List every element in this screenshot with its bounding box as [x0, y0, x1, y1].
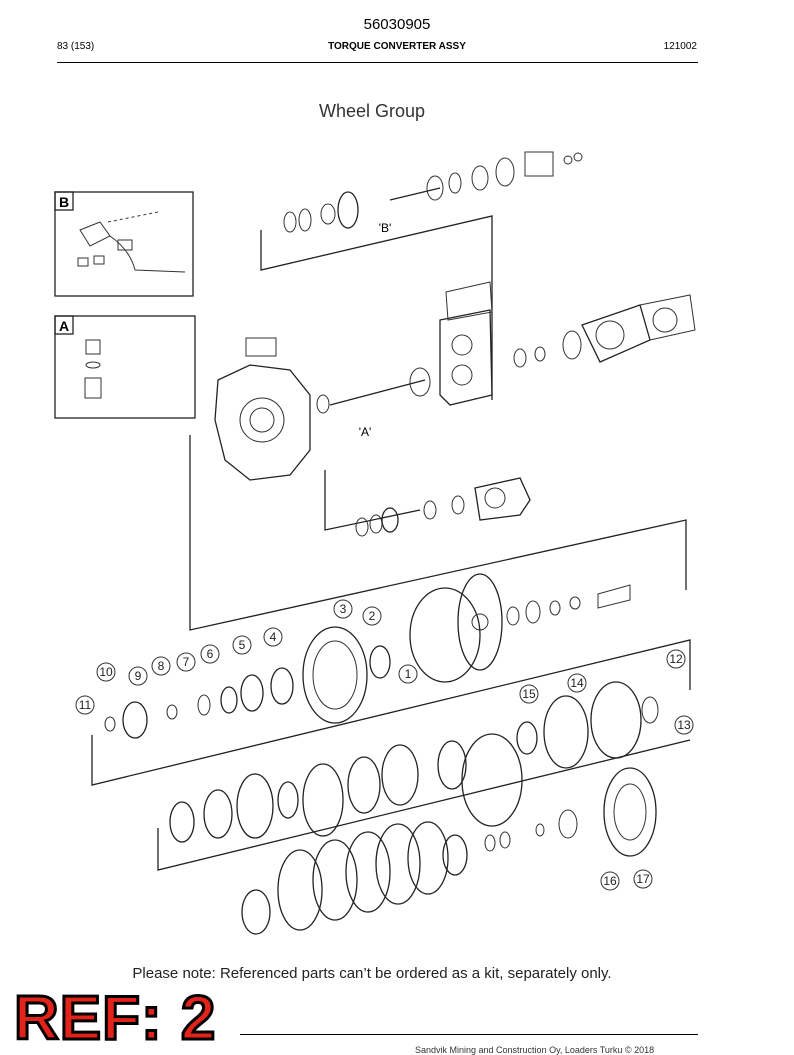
- svg-text:15: 15: [522, 687, 536, 701]
- callout-group: 1 2 3 4 5 6 7 8 9 10 11 12 13 14 15 16 1…: [75, 599, 694, 891]
- ordering-note: Please note: Referenced parts can’t be o…: [132, 965, 612, 982]
- callout-8: 8: [151, 656, 171, 676]
- section-title: TORQUE CONVERTER ASSY: [328, 41, 466, 52]
- callout-3: 3: [333, 599, 353, 619]
- lower-row: [169, 767, 657, 935]
- inset-b: B: [54, 191, 194, 297]
- callout-2: 2: [362, 606, 382, 626]
- callout-10: 10: [96, 662, 116, 682]
- callout-15: 15: [519, 684, 539, 704]
- converter-row: [104, 573, 631, 739]
- svg-text:4: 4: [270, 630, 277, 644]
- footer-copyright: Sandvik Mining and Construction Oy, Load…: [415, 1045, 655, 1055]
- svg-text:7: 7: [183, 655, 190, 669]
- svg-text:5: 5: [239, 638, 246, 652]
- document-number: 56030905: [363, 16, 431, 33]
- inset-b-label: B: [59, 194, 69, 210]
- inset-a-label: A: [59, 318, 69, 334]
- callout-5: 5: [232, 635, 252, 655]
- footer-rule: [240, 1034, 698, 1035]
- svg-text:6: 6: [207, 647, 214, 661]
- svg-text:17: 17: [636, 872, 650, 886]
- header-rule: [57, 62, 698, 63]
- callout-6: 6: [200, 644, 220, 664]
- callout-16: 16: [600, 871, 620, 891]
- group-title: Wheel Group: [318, 101, 426, 121]
- document-date: 121002: [663, 41, 697, 52]
- svg-text:8: 8: [158, 659, 165, 673]
- svg-text:13: 13: [677, 718, 691, 732]
- callout-9: 9: [128, 666, 148, 686]
- ref-a-label: 'A': [359, 425, 372, 439]
- callout-12: 12: [666, 649, 686, 669]
- callout-13: 13: [674, 715, 694, 735]
- callout-11: 11: [75, 695, 95, 715]
- svg-text:3: 3: [340, 602, 347, 616]
- top-shaft-row: 'B': [283, 151, 583, 235]
- svg-text:11: 11: [79, 698, 92, 712]
- page-count: 83 (153): [57, 41, 95, 52]
- callout-4: 4: [263, 627, 283, 647]
- ref-b-label: 'B': [379, 221, 392, 235]
- callout-14: 14: [567, 673, 587, 693]
- transfer-housing: 'A': [214, 281, 696, 481]
- callout-7: 7: [176, 652, 196, 672]
- svg-text:12: 12: [669, 652, 683, 666]
- callout-17: 17: [633, 869, 653, 889]
- clutch-row: [302, 681, 659, 837]
- inset-a: A: [54, 315, 196, 419]
- pump-row: [355, 477, 531, 537]
- svg-text:10: 10: [99, 665, 113, 679]
- callout-1: 1: [398, 664, 418, 684]
- svg-text:16: 16: [603, 874, 617, 888]
- svg-text:1: 1: [405, 667, 412, 681]
- ref-label: REF: 2: [12, 984, 217, 1053]
- svg-text:2: 2: [369, 609, 376, 623]
- svg-text:9: 9: [135, 669, 142, 683]
- svg-text:14: 14: [570, 676, 584, 690]
